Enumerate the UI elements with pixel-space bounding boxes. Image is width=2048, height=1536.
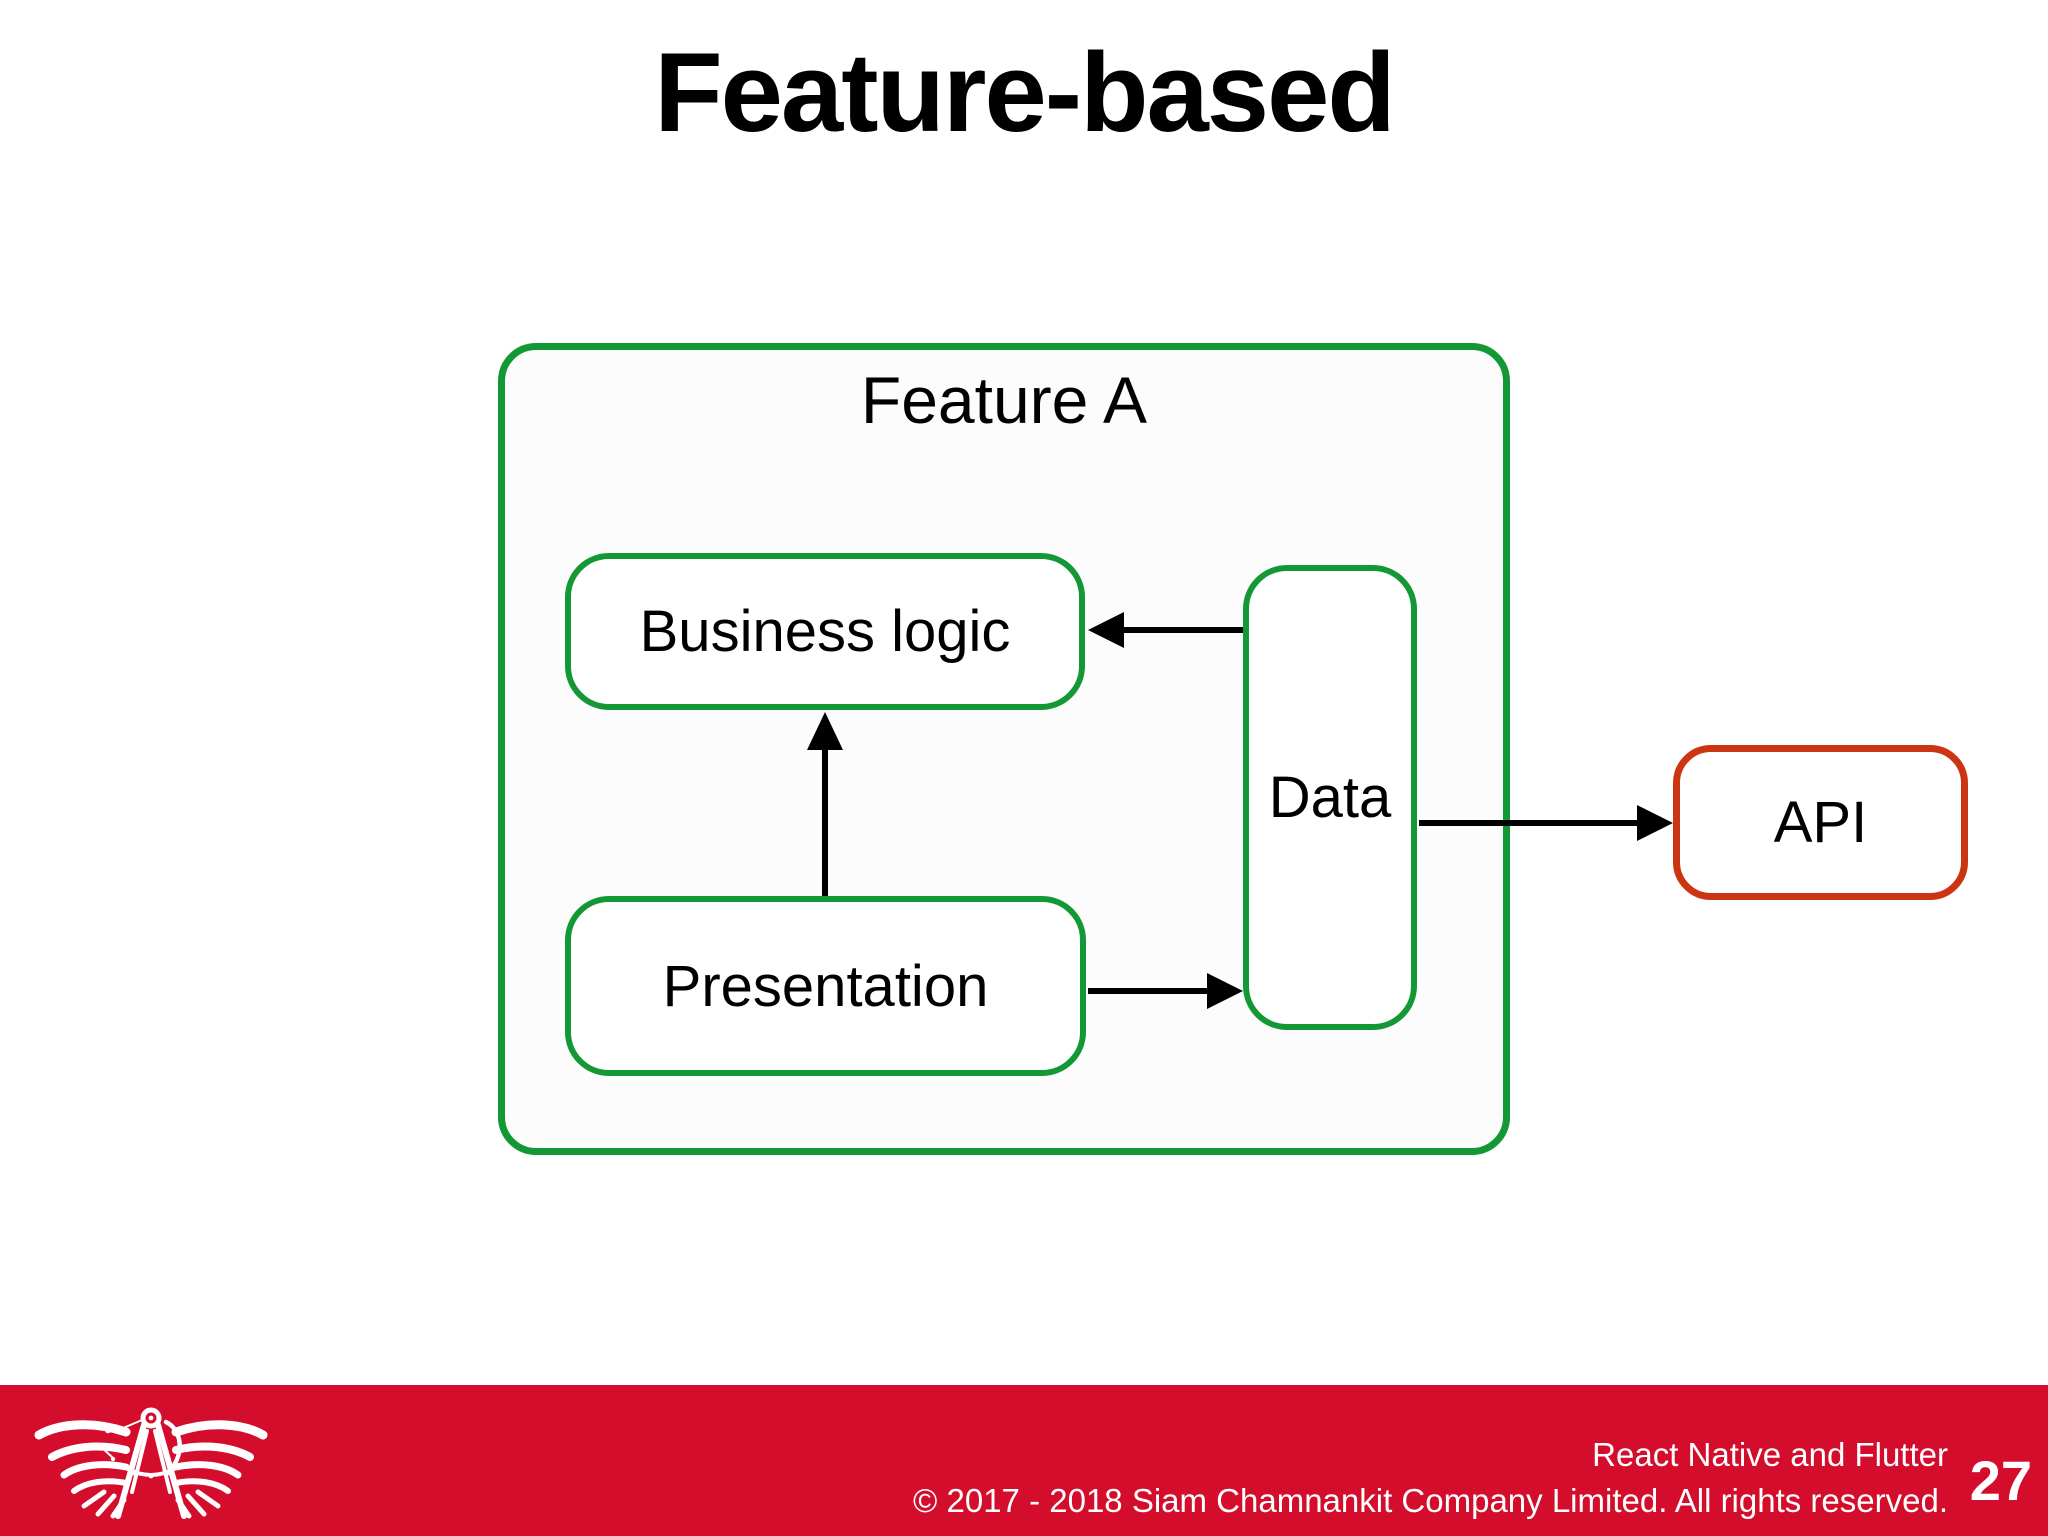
footer-line1: React Native and Flutter	[1592, 1436, 1948, 1473]
api-label: API	[1773, 790, 1868, 855]
footer-bar	[0, 1385, 2048, 1536]
footer-line2: © 2017 - 2018 Siam Chamnankit Company Li…	[913, 1482, 1948, 1519]
slide-title: Feature-based	[654, 30, 1396, 155]
presentation-node: Presentation	[565, 896, 1086, 1076]
winged-compass-logo-icon	[34, 1407, 268, 1519]
api-node: API	[1673, 745, 1968, 900]
data-node: Data	[1243, 565, 1417, 1030]
footer-text: React Native and Flutter © 2017 - 2018 S…	[913, 1432, 1948, 1524]
presentation-label: Presentation	[662, 953, 989, 1019]
page-number: 27	[1969, 1449, 2032, 1512]
business-logic-label: Business logic	[639, 599, 1011, 664]
feature-a-label: Feature A	[860, 363, 1148, 437]
business-logic-node: Business logic	[565, 553, 1085, 710]
data-label: Data	[1268, 765, 1392, 830]
